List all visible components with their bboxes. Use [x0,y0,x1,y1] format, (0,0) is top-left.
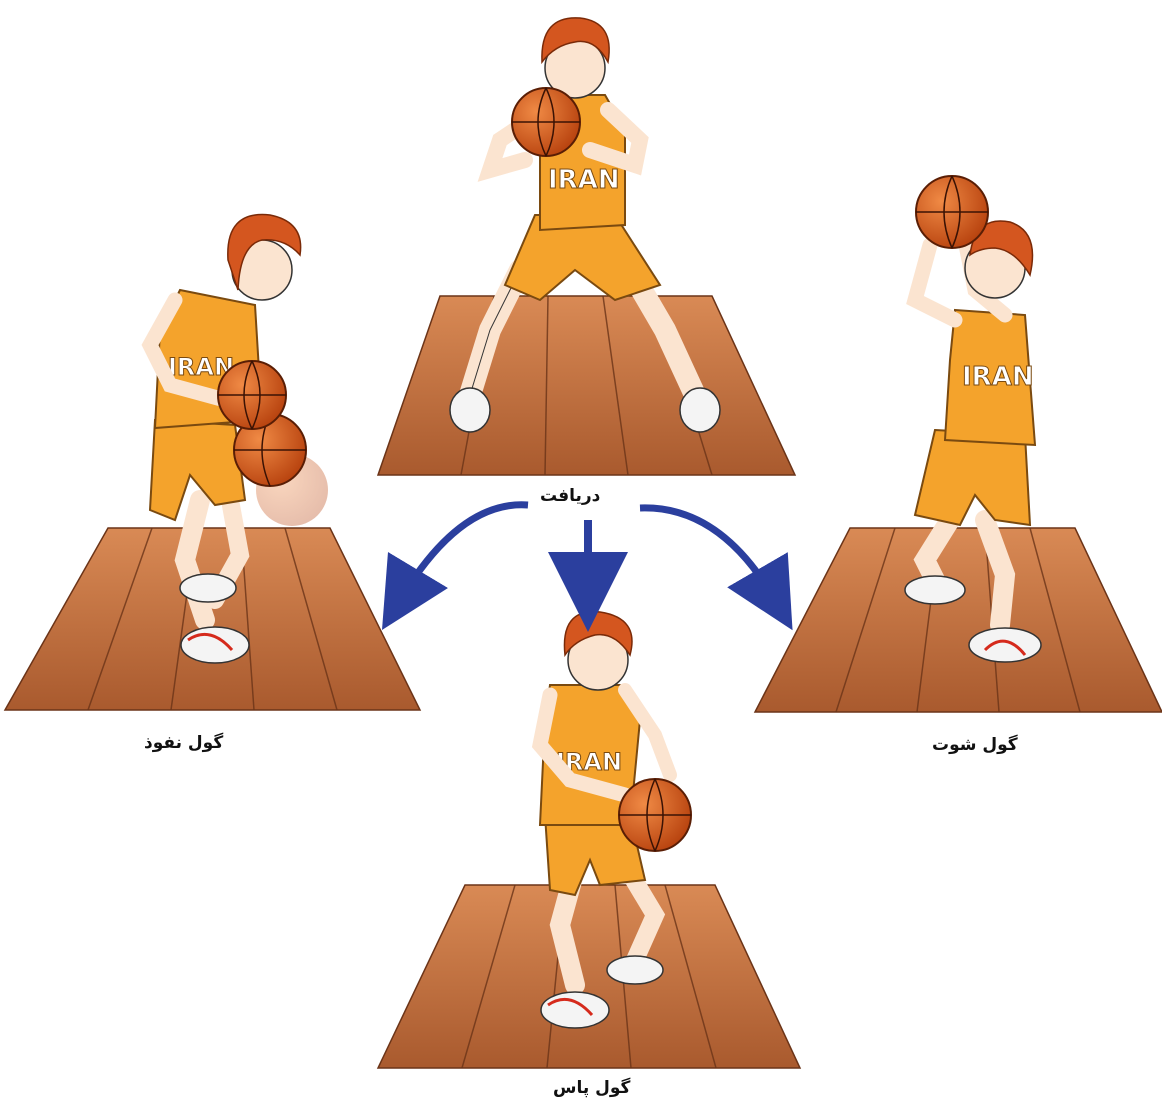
label-drive-fake: گول نفوذ [144,733,223,753]
shoe-icon [180,574,236,602]
arrow-to-left [400,505,528,600]
arrows [400,505,775,600]
shoe-icon [181,627,249,663]
label-shot-fake: گول شوت [932,735,1018,755]
floor-top [378,296,795,475]
jersey-text: IRAN [548,165,620,195]
shoe-icon [905,576,965,604]
label-pass-fake: گول پاس [553,1078,630,1098]
shoe-icon [541,992,609,1028]
shoe-icon [450,388,490,432]
jersey-text: IRAN [962,362,1034,392]
shoe-icon [969,628,1041,662]
shoe-icon [607,956,663,984]
arrow-to-right [640,508,775,600]
floor-bottom [378,885,800,1068]
floor-right [755,528,1162,712]
shoe-icon [680,388,720,432]
label-receive: دریافت [540,486,600,506]
